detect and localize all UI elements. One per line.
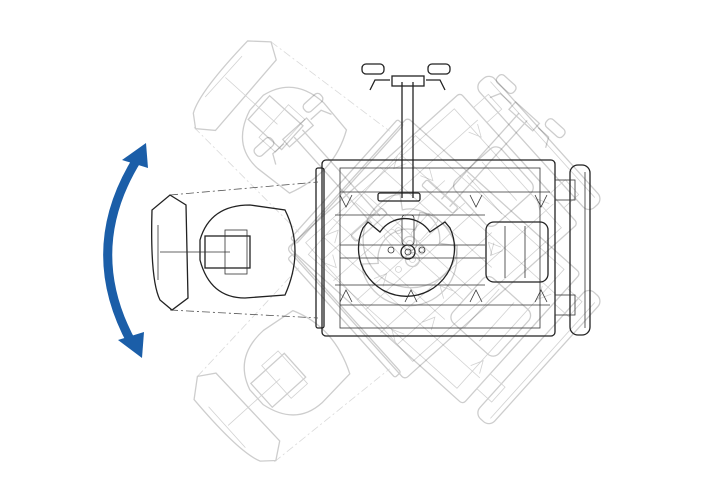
fixture-tilted-up [162, 0, 672, 429]
fixture-tilted-down [95, 0, 605, 480]
tilt-arrow-icon [103, 143, 148, 358]
